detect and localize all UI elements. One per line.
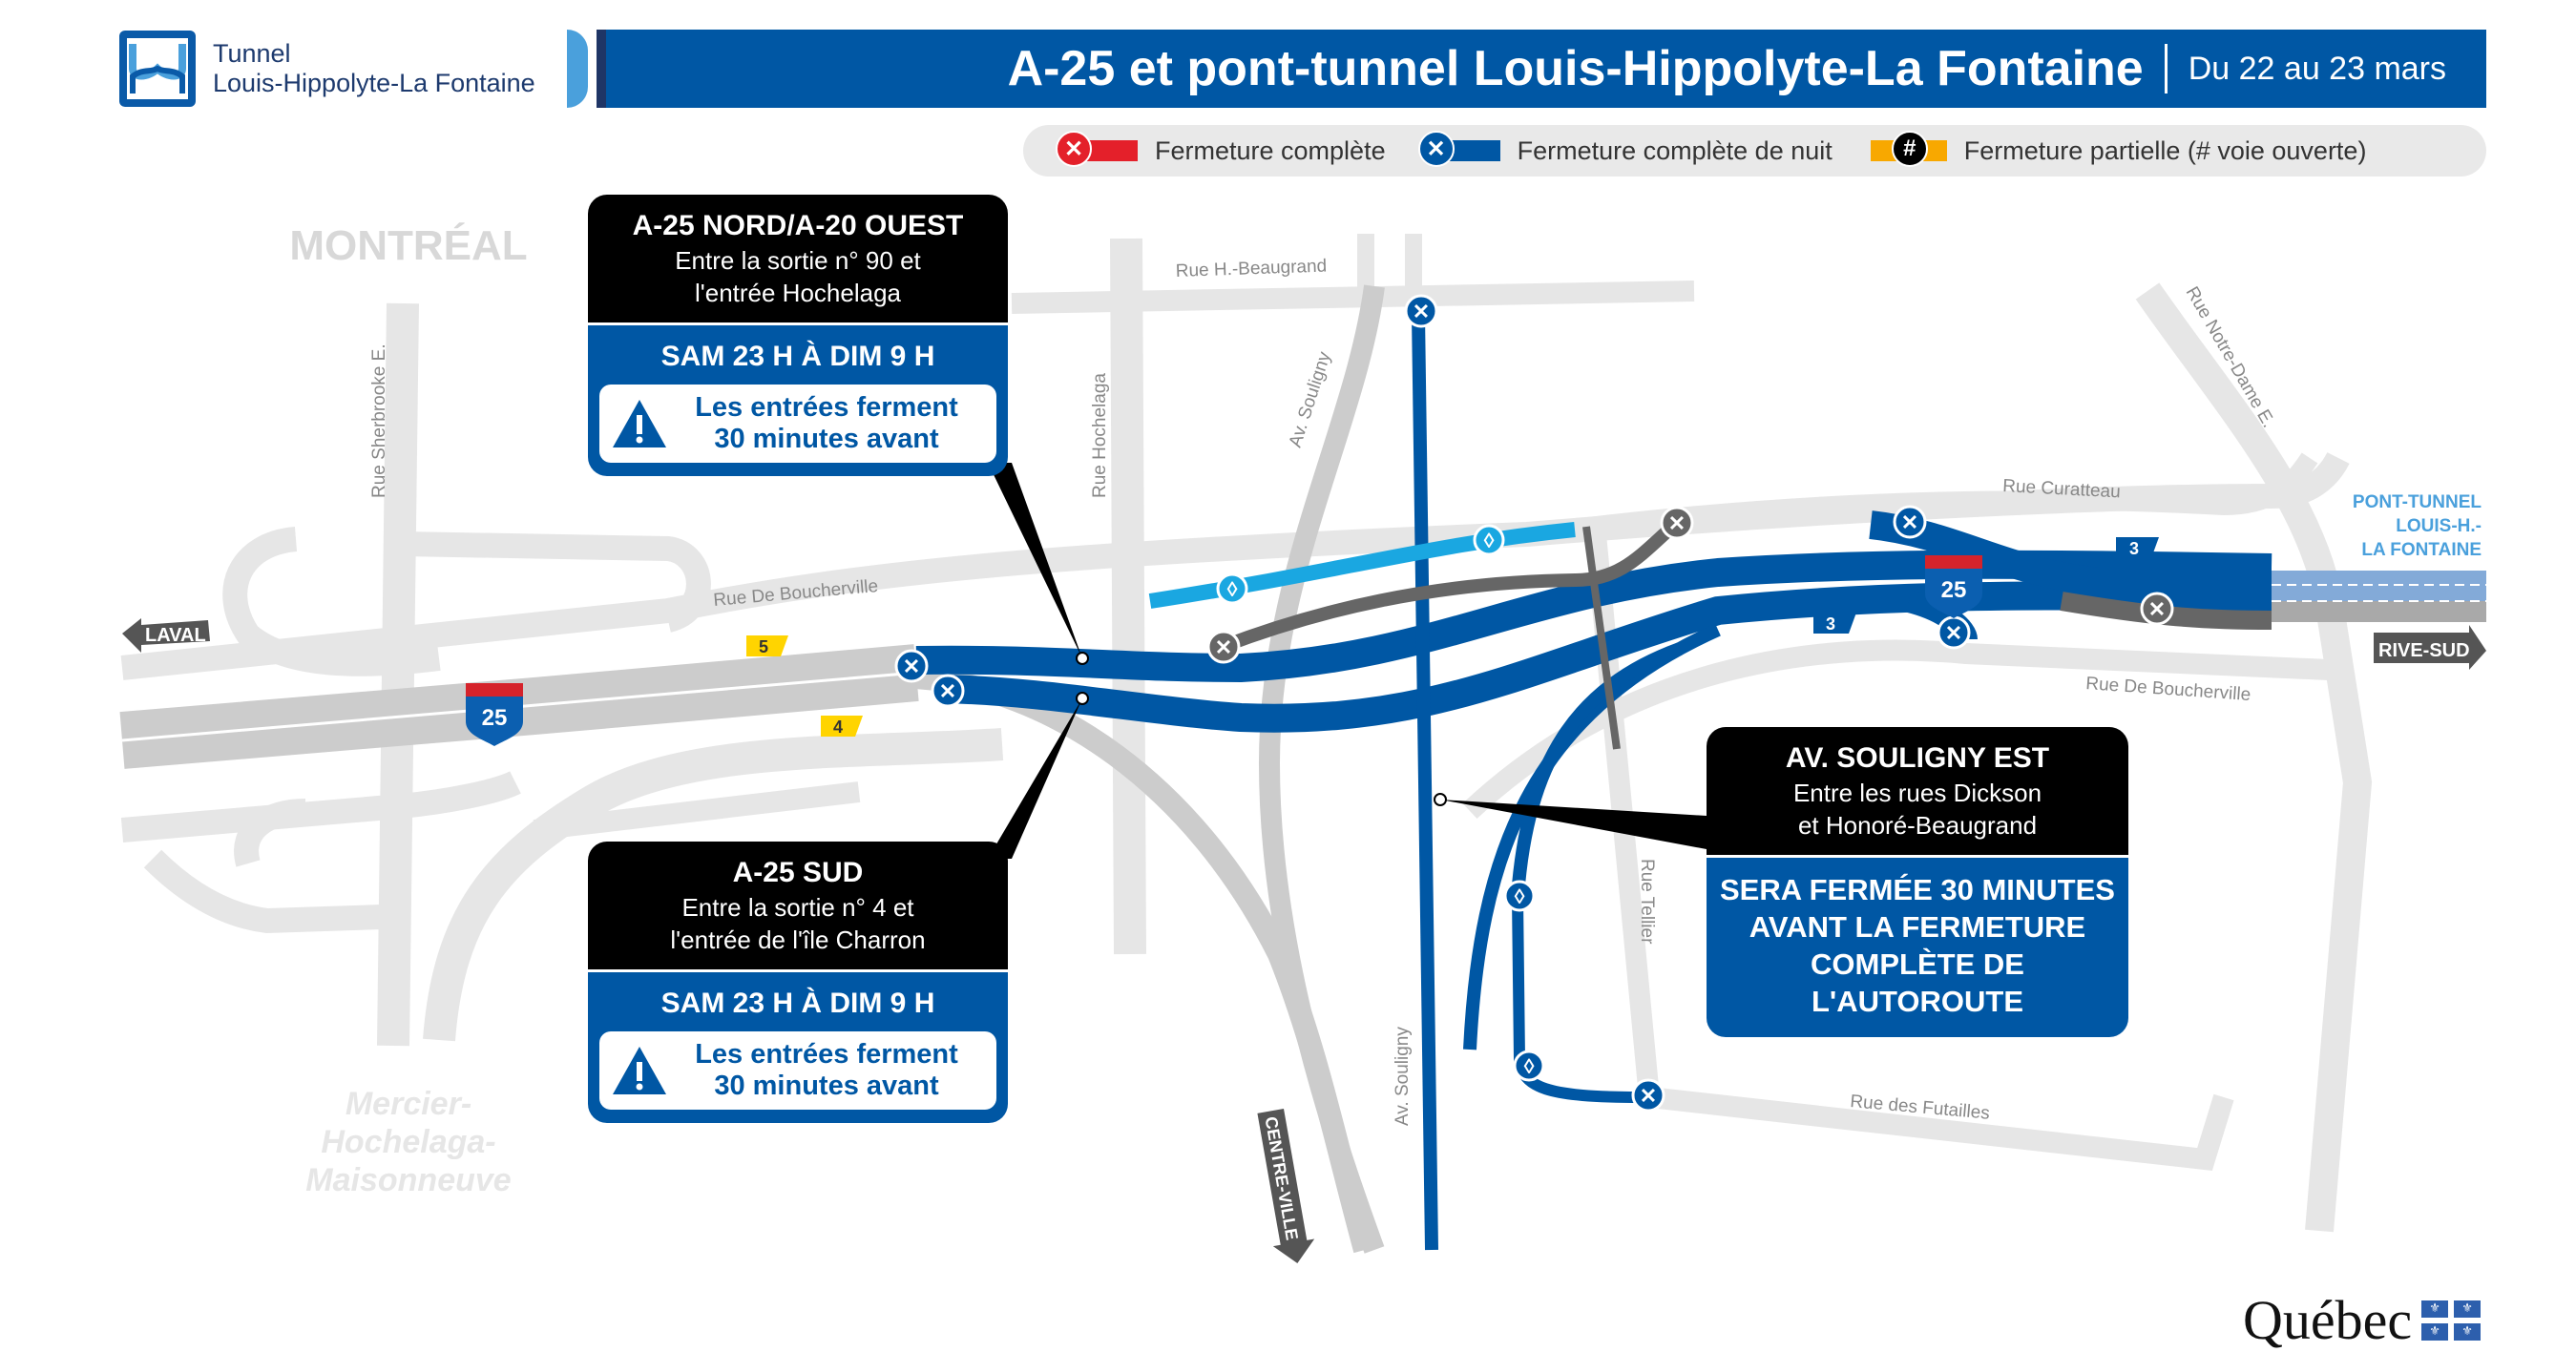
legend-item-full-closure: ✕ Fermeture complète xyxy=(1056,131,1386,167)
closure-markers: ✕ ✕ ✕ ✕ ✕ ✕ ✕ ✕ ✕ ◊ ◊ ◊ ◊ xyxy=(894,294,2174,1113)
svg-text:Maisonneuve: Maisonneuve xyxy=(305,1162,511,1198)
svg-text:✕: ✕ xyxy=(1901,510,1918,534)
svg-text:Mercier-: Mercier- xyxy=(346,1086,471,1122)
fleur-de-lis-flag-icon: ⚜⚜⚜⚜ xyxy=(2421,1300,2482,1341)
svg-text:Rue Hochelaga: Rue Hochelaga xyxy=(1090,373,1110,498)
svg-text:✕: ✕ xyxy=(1640,1084,1657,1108)
closed-marker: ✕ xyxy=(1660,506,1694,540)
tunnel-logo-icon xyxy=(119,31,196,107)
callout-pointers xyxy=(988,463,1707,859)
header-divider xyxy=(2164,44,2168,94)
svg-text:MONTRÉAL: MONTRÉAL xyxy=(289,221,527,269)
legend-item-partial-closure: # Fermeture partielle (# voie ouverte) xyxy=(1870,131,2366,167)
svg-text:Hochelaga-: Hochelaga- xyxy=(321,1124,495,1160)
av-souligny-road xyxy=(1258,284,1385,1254)
svg-text:◊: ◊ xyxy=(1227,577,1238,601)
closed-marker: ✕ xyxy=(2140,592,2174,626)
svg-text:✕: ✕ xyxy=(1945,621,1962,645)
detour-marker: ◊ xyxy=(1473,524,1505,556)
svg-text:25: 25 xyxy=(482,705,508,731)
svg-text:LAVAL: LAVAL xyxy=(145,625,206,646)
svg-text:LA FONTAINE: LA FONTAINE xyxy=(2361,540,2482,560)
legend: ✕ Fermeture complète ✕ Fermeture complèt… xyxy=(1023,125,2486,177)
quebec-wordmark: Québec xyxy=(2243,1289,2413,1351)
detour-marker: ◊ xyxy=(1513,1050,1545,1082)
callout-a25-sud: A-25 SUD Entre la sortie n° 4 et l'entré… xyxy=(588,842,1008,1123)
tunnel-section xyxy=(2272,571,2486,622)
svg-text:✕: ✕ xyxy=(1413,300,1430,323)
night-closure-marker: ✕ xyxy=(894,649,929,683)
quebec-logo: Québec ⚜⚜⚜⚜ xyxy=(2243,1288,2482,1352)
svg-text:✕: ✕ xyxy=(903,655,920,678)
svg-text:◊: ◊ xyxy=(1524,1054,1535,1078)
tunnel-logo: Tunnel Louis-Hippolyte-La Fontaine xyxy=(119,30,577,108)
closed-marker: ✕ xyxy=(1206,630,1241,664)
night-closure-marker: ✕ xyxy=(1937,615,1971,650)
night-closure-marker: ✕ xyxy=(931,674,965,708)
exit-tags: 5 4 3 3 xyxy=(746,537,2159,737)
local-roads xyxy=(120,234,2373,1233)
svg-text:LOUIS-H.-: LOUIS-H.- xyxy=(2396,516,2482,536)
date-range: Du 22 au 23 mars xyxy=(2188,50,2446,87)
svg-text:◊: ◊ xyxy=(1515,884,1525,908)
svg-text:Rue Tellier: Rue Tellier xyxy=(1637,859,1657,945)
svg-text:Rue H.-Beaugrand: Rue H.-Beaugrand xyxy=(1175,256,1327,281)
svg-text:✕: ✕ xyxy=(1215,635,1232,659)
hash-icon: # xyxy=(1891,131,1928,167)
svg-text:◊: ◊ xyxy=(1484,529,1495,552)
night-closure-marker: ✕ xyxy=(1404,294,1438,328)
night-closure-marker: ✕ xyxy=(1631,1078,1665,1113)
legend-item-night-closure: ✕ Fermeture complète de nuit xyxy=(1417,131,1833,167)
logo-line2: Louis-Hippolyte-La Fontaine xyxy=(213,69,535,97)
header-bar: A-25 et pont-tunnel Louis-Hippolyte-La F… xyxy=(597,30,2486,108)
svg-text:Rue De Boucherville: Rue De Boucherville xyxy=(2085,674,2251,705)
svg-text:5: 5 xyxy=(759,637,768,656)
a25-shield: 25 25 xyxy=(466,555,1982,746)
tunnel-label: PONT-TUNNEL LOUIS-H.- LA FONTAINE xyxy=(2353,492,2482,560)
svg-text:Av. Souligny: Av. Souligny xyxy=(1393,1027,1413,1126)
svg-text:RIVE-SUD: RIVE-SUD xyxy=(2378,640,2470,661)
svg-text:3: 3 xyxy=(2129,539,2139,558)
svg-text:✕: ✕ xyxy=(1668,511,1686,535)
svg-text:PONT-TUNNEL: PONT-TUNNEL xyxy=(2353,492,2482,512)
svg-text:✕: ✕ xyxy=(2148,597,2166,621)
svg-text:Rue Sherbrooke E.: Rue Sherbrooke E. xyxy=(369,343,389,498)
area-labels: MONTRÉAL Mercier- Hochelaga- Maisonneuve xyxy=(289,221,527,1198)
detour-marker: ◊ xyxy=(1503,880,1536,912)
close-x-icon: ✕ xyxy=(1056,131,1092,167)
callout-a25-nord: A-25 NORD/A-20 OUEST Entre la sortie n° … xyxy=(588,195,1008,476)
night-closure-marker: ✕ xyxy=(1893,505,1927,539)
warning-icon xyxy=(613,400,666,447)
logo-line1: Tunnel xyxy=(213,39,291,68)
svg-text:4: 4 xyxy=(833,718,843,737)
callout-souligny-est: AV. SOULIGNY EST Entre les rues Dickson … xyxy=(1707,727,2128,1037)
svg-text:✕: ✕ xyxy=(939,679,956,703)
page-title: A-25 et pont-tunnel Louis-Hippolyte-La F… xyxy=(1007,41,2144,96)
header-accent xyxy=(567,30,588,108)
svg-text:3: 3 xyxy=(1826,614,1835,634)
close-x-icon: ✕ xyxy=(1417,131,1455,167)
svg-text:25: 25 xyxy=(1941,577,1967,603)
warning-icon xyxy=(613,1047,666,1094)
detour-marker: ◊ xyxy=(1216,572,1248,605)
